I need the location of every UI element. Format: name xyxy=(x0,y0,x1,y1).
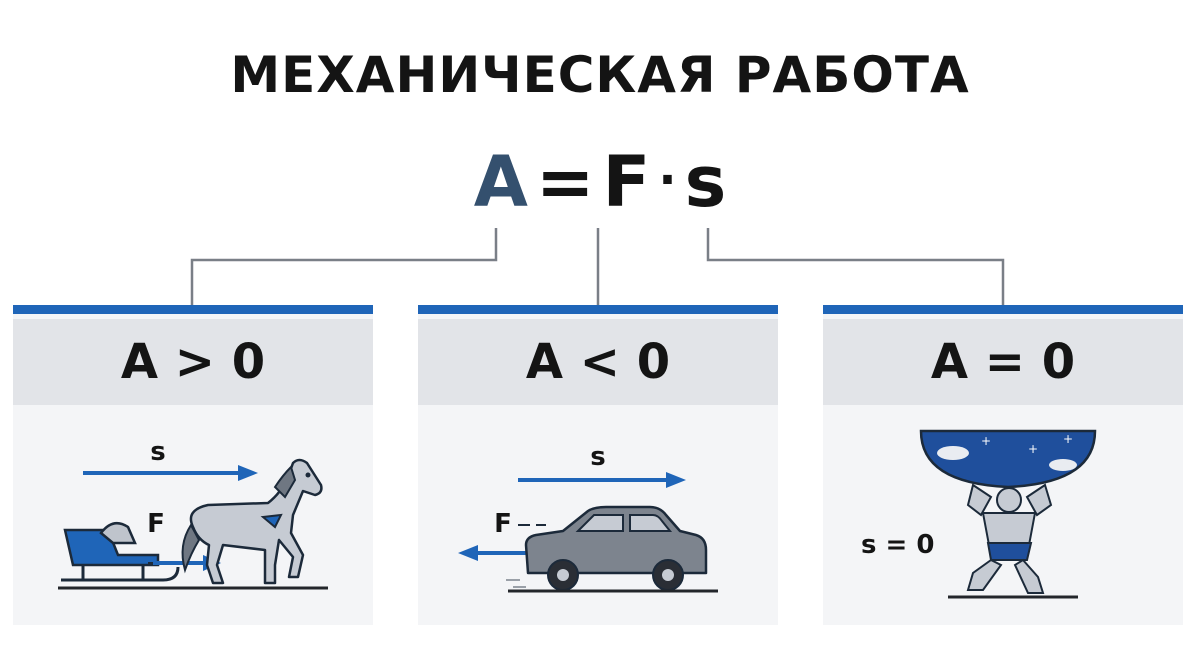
displacement-label: s xyxy=(150,437,165,467)
formula-force-symbol: F xyxy=(602,141,651,223)
zero-displacement-label: s = 0 xyxy=(861,530,934,560)
svg-text:+: + xyxy=(1028,442,1038,456)
atlas-figure-icon xyxy=(966,483,1053,594)
page-title: МЕХАНИЧЕСКАЯ РАБОТА xyxy=(230,46,970,104)
car-icon xyxy=(506,505,708,591)
svg-text:+: + xyxy=(981,434,991,448)
connector-lines xyxy=(190,228,1005,305)
panel-positive-work: A > 0 s F xyxy=(13,305,373,625)
panel-zero-work: A = 0 + + + s = 0 xyxy=(823,305,1183,625)
panel-heading: A < 0 xyxy=(418,319,778,405)
sled-icon xyxy=(61,521,180,582)
panel-accent-bar xyxy=(13,305,373,314)
displacement-arrow-head xyxy=(666,472,686,488)
work-formula: A=F·s xyxy=(0,140,1200,222)
braking-car-illustration: s F xyxy=(458,442,718,593)
force-arrow-head xyxy=(458,545,478,561)
formula-equals: = xyxy=(535,141,595,223)
atlas-illustration: + + + s = 0 xyxy=(861,429,1097,599)
force-label: F xyxy=(494,509,512,539)
displacement-label: s xyxy=(590,442,605,472)
panel-heading: A = 0 xyxy=(823,319,1183,405)
svg-text:+: + xyxy=(1063,432,1073,446)
panel-accent-bar xyxy=(418,305,778,314)
panel-accent-bar xyxy=(823,305,1183,314)
panel-negative-work: A < 0 s F xyxy=(418,305,778,625)
panel-heading: A > 0 xyxy=(13,319,373,405)
sky-dome-icon: + + + xyxy=(919,429,1097,489)
formula-work-symbol: A xyxy=(473,141,528,223)
formula-distance-symbol: s xyxy=(684,141,727,223)
displacement-arrow-head xyxy=(238,465,258,481)
force-label: F xyxy=(147,509,165,539)
horse-sled-illustration: s F xyxy=(58,437,328,590)
formula-multiply-dot: · xyxy=(658,152,677,208)
horse-icon xyxy=(181,458,323,585)
